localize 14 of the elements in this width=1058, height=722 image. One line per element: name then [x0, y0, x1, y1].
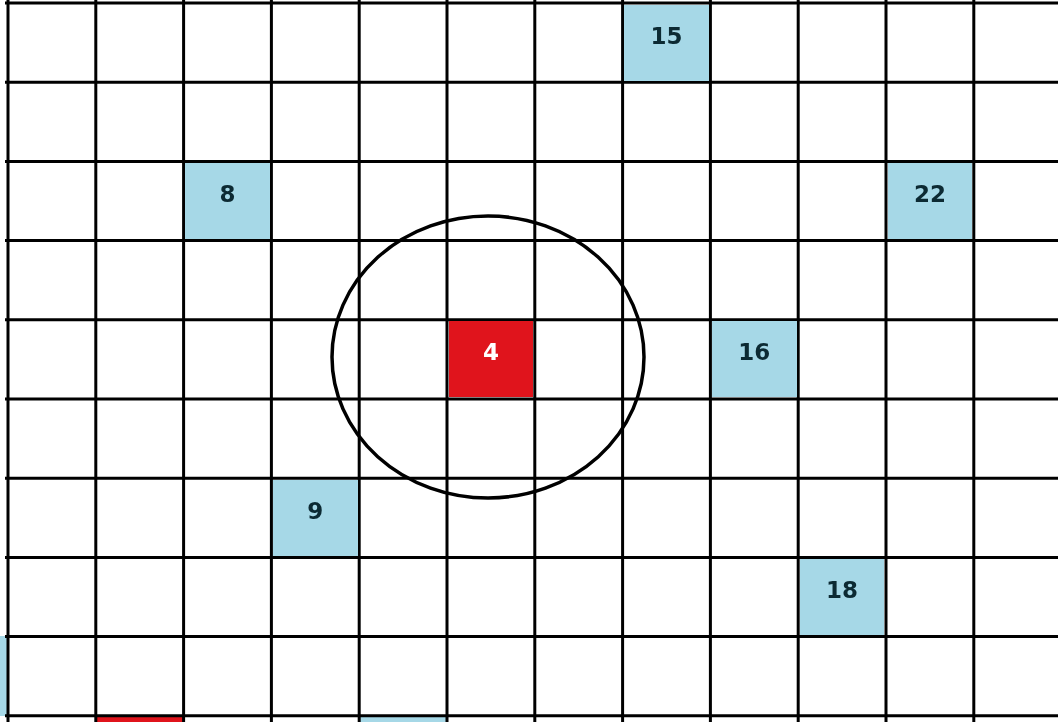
shaded-cell [711, 321, 797, 398]
cell-number: 16 [737, 339, 772, 366]
cell-number: 15 [649, 22, 684, 49]
highlighted-cell [448, 321, 534, 398]
cell-number: 18 [825, 576, 860, 603]
cell-number: 8 [218, 180, 237, 207]
shaded-cell [272, 479, 358, 556]
shaded-cell [799, 558, 885, 636]
cell-number: 9 [306, 497, 325, 524]
cell-number: 4 [481, 339, 500, 366]
shaded-cell [887, 162, 973, 240]
shaded-cell [624, 4, 709, 81]
cell-number: 22 [912, 180, 947, 207]
shaded-cell [185, 162, 270, 240]
